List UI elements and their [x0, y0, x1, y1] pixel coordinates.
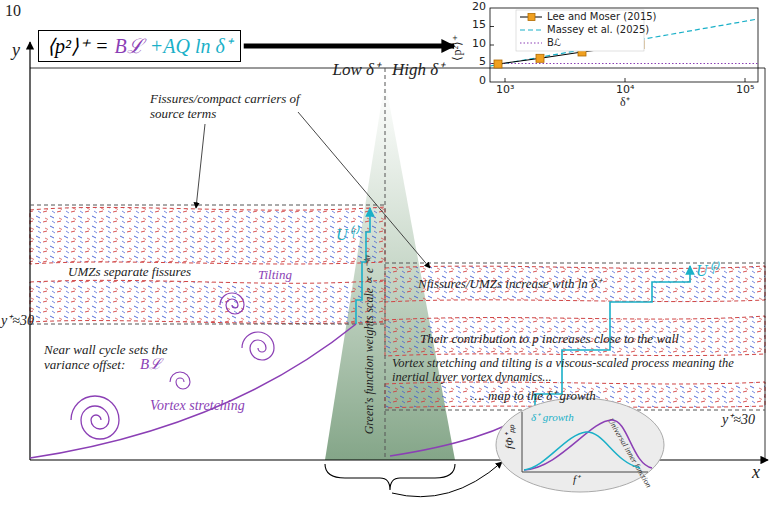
velocity-symbol: U⁽ᶠ⁾ — [336, 226, 358, 244]
legend-sample — [520, 43, 542, 44]
regime-heading: High δ⁺ — [392, 60, 444, 79]
tick — [625, 78, 626, 82]
vortex-spiral — [170, 372, 190, 389]
axis-label: ⟨p²⟩⁺ — [451, 28, 464, 68]
tick-label: 10⁴ — [616, 84, 634, 96]
process-label: Tilting — [258, 268, 292, 283]
vortex-spiral — [220, 293, 244, 314]
tick-label: 10 — [462, 38, 486, 50]
tick-label: 10⁵ — [736, 84, 754, 96]
tick — [505, 78, 506, 82]
tick-label: 15 — [462, 19, 486, 31]
brace — [325, 464, 455, 490]
spectrum-curve — [524, 432, 640, 470]
leader-arrow — [392, 462, 502, 497]
equation-term: Bℒ — [115, 35, 144, 57]
inset-axis — [522, 472, 648, 473]
process-label: Vortex stretching — [150, 398, 245, 414]
regime-divider — [385, 68, 386, 460]
annotation: UMZs separate fissures — [68, 265, 191, 280]
fissure-band — [30, 280, 385, 323]
tick-label: 0 — [462, 75, 486, 87]
offset-symbol: Bℒ — [140, 356, 161, 373]
leader-arrow — [298, 112, 430, 268]
frame-line — [765, 68, 766, 460]
dashed-level — [30, 205, 385, 206]
axis-label: f⁺ — [573, 473, 580, 485]
tick — [490, 26, 494, 27]
legend-sample — [520, 29, 542, 30]
vortex-spiral — [242, 332, 274, 360]
tick — [745, 78, 746, 82]
regime-heading: Low δ⁺ — [290, 60, 380, 79]
height-label: y⁺≈30 — [1, 313, 34, 329]
legend-sample — [528, 14, 535, 21]
legend-entry: Bℒ — [547, 37, 561, 48]
annotation: Near wall cycle sets the variance offset… — [44, 343, 204, 372]
offset-line — [490, 63, 758, 64]
annotation: Fissures/compact carriers of source term… — [150, 92, 310, 121]
equation-term: +AQ ln δ⁺ — [150, 35, 232, 57]
inset-axis — [522, 412, 523, 472]
tick-label: 5 — [462, 56, 486, 68]
vortex-spiral — [71, 396, 119, 439]
annotation: Vortex stretching and tilting is a visco… — [392, 356, 762, 384]
page-number: 10 — [5, 2, 21, 20]
near-wall-curve — [30, 324, 356, 458]
growth-label: δ⁺ growth — [531, 411, 574, 423]
velocity-symbol: U⁽ᶠ⁾ — [696, 262, 718, 280]
axis-label: δ⁺ — [620, 96, 630, 109]
data-marker — [494, 60, 502, 68]
fissure-band — [30, 207, 385, 264]
rotated-annotation: Green's function weights scale ∝ e⁻ᵏʸ — [363, 245, 376, 445]
legend-entry: Lee and Moser (2015) — [547, 11, 657, 22]
axis-label: y — [12, 40, 20, 60]
height-label: y⁺≈30 — [722, 412, 755, 428]
axis-label: fΦ⁺ₚₚ — [503, 417, 515, 457]
inset-spectrum-ellipse: fΦ⁺ₚₚδ⁺ growthUniversal inner functionf⁺ — [495, 397, 665, 493]
tick — [490, 45, 494, 46]
annotation: Their contribution to p increases close … — [420, 332, 679, 347]
connector-arrow — [244, 44, 454, 49]
equation-box: ⟨p²⟩⁺ = Bℒ +AQ ln δ⁺ — [38, 30, 241, 62]
equation-term: ⟨p²⟩⁺ = — [47, 35, 109, 57]
legend-entry: Massey et al. (2025) — [547, 24, 649, 35]
y-axis — [29, 42, 30, 460]
annotation: Nfissures/UMZs increase with ln δ⁺ — [418, 277, 601, 292]
dashed-level — [30, 324, 385, 325]
tick-label: 20 — [462, 1, 486, 13]
leader-arrow — [196, 124, 205, 208]
axis-label: x — [752, 462, 760, 482]
spectrum-curve — [524, 420, 652, 470]
chart-frame — [490, 8, 758, 82]
tick-label: 10³ — [496, 84, 514, 96]
annotation: …. map to the δ⁺ growth — [470, 389, 596, 404]
data-marker — [536, 54, 544, 62]
ellipse-shape — [496, 398, 664, 492]
